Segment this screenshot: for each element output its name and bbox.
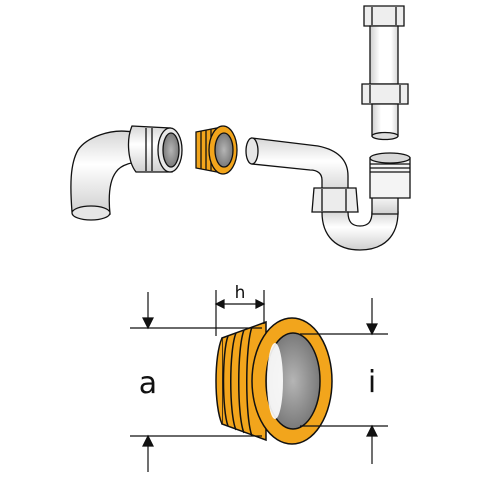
label-a: a [139, 366, 157, 401]
label-i: i [368, 365, 376, 400]
seal-large [215, 317, 333, 445]
dimension-i [300, 298, 388, 464]
label-h: h [235, 283, 246, 303]
dimension-a [130, 292, 262, 472]
elbow-bend [70, 125, 183, 221]
vertical-tailpipe [361, 5, 409, 141]
siphon-trap [245, 137, 411, 251]
seal-small [195, 125, 238, 175]
